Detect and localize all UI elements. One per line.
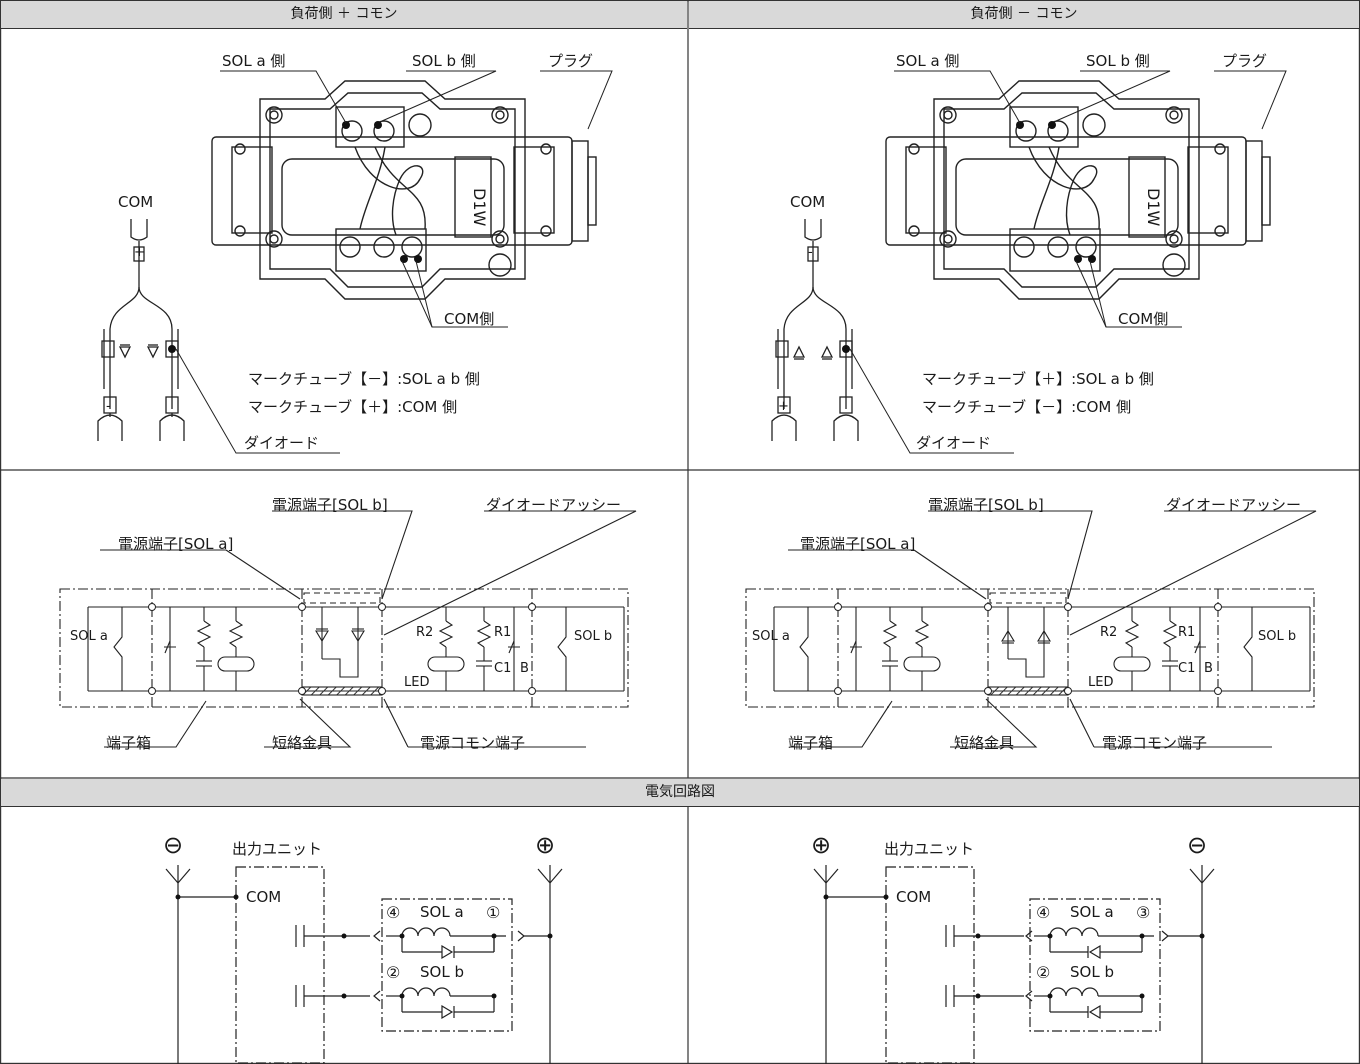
label-com-circuit-right: COM: [896, 888, 932, 906]
terminal-box-drawing-left: [97, 70, 613, 454]
label-tube-2-right: マークチューブ【－】:COM 側: [922, 398, 1132, 416]
label-power-terminal-sol-b-right: 電源端子[SOL b]: [928, 496, 1044, 514]
label-model-right: D1W: [1144, 188, 1163, 227]
plus-symbol-icon: ⊕: [535, 831, 556, 859]
label-plug: プラグ: [548, 52, 594, 70]
label-terminal-2-right: ②: [1036, 963, 1051, 982]
label-diode-assembly: ダイオードアッシー: [486, 496, 622, 514]
label-r2: R2: [416, 625, 434, 640]
label-wire-minus: -: [106, 399, 111, 414]
label-short-bar: 短絡金具: [272, 734, 333, 752]
label-tube-2: マークチューブ【＋】:COM 側: [248, 398, 458, 416]
minus-symbol-icon-right: ⊖: [1187, 831, 1208, 859]
label-tube-1-right: マークチューブ【＋】:SOL a b 側: [922, 370, 1154, 388]
label-r1-right: R1: [1178, 625, 1196, 640]
label-terminal-right: ①: [486, 903, 501, 922]
label-com-side-right: COM側: [1118, 310, 1169, 328]
label-diode: ダイオード: [244, 434, 320, 452]
label-model: D1W: [470, 188, 489, 227]
minus-symbol-icon: ⊖: [163, 831, 184, 859]
label-sol-a-side: SOL a 側: [222, 52, 286, 70]
label-com-right: COM: [790, 193, 826, 211]
label-output-unit: 出力ユニット: [232, 840, 323, 858]
label-terminal-box-right: 端子箱: [788, 734, 834, 752]
schematic-right: [745, 510, 1317, 748]
label-output-unit-right: 出力ユニット: [884, 840, 975, 858]
circuit-diagram-right: [813, 865, 1215, 1064]
circuit-diagram-left: [165, 865, 563, 1064]
label-terminal-3-right: ③: [1136, 903, 1151, 922]
label-b-right: B: [1204, 661, 1213, 676]
header-circuit-diagram: 電気回路図: [1, 779, 1359, 807]
label-r2-right: R2: [1100, 625, 1118, 640]
plus-symbol-icon-right: ⊕: [811, 831, 832, 859]
label-c1: C1: [494, 661, 512, 676]
label-sol-a-circuit-right: SOL a: [1070, 903, 1114, 921]
label-sol-b-circuit: SOL b: [420, 963, 464, 981]
label-power-terminal-sol-a-right: 電源端子[SOL a]: [800, 535, 916, 553]
label-wire-plus-right: +: [778, 399, 789, 414]
label-terminal-4-right: ④: [1036, 903, 1051, 922]
label-b: B: [520, 661, 529, 676]
label-sol-b-coil-right: SOL b: [1258, 629, 1297, 644]
label-com: COM: [118, 193, 154, 211]
header-minus-common: 負荷側 － コモン: [689, 1, 1359, 29]
label-common-terminal-right: 電源コモン端子: [1102, 734, 1208, 752]
schematic-left: [59, 510, 637, 748]
label-diode-right: ダイオード: [916, 434, 992, 452]
label-power-terminal-sol-a: 電源端子[SOL a]: [118, 535, 234, 553]
label-tube-1: マークチューブ【－】:SOL a b 側: [248, 370, 480, 388]
label-com-circuit: COM: [246, 888, 282, 906]
terminal-box-drawing-right: [771, 70, 1287, 454]
label-sol-b-coil: SOL b: [574, 629, 613, 644]
label-sol-b-circuit-right: SOL b: [1070, 963, 1114, 981]
label-c1-right: C1: [1178, 661, 1196, 676]
label-led: LED: [404, 675, 430, 690]
label-common-terminal: 電源コモン端子: [420, 734, 526, 752]
label-terminal-4: ④: [386, 903, 401, 922]
label-plug-right: プラグ: [1222, 52, 1268, 70]
label-terminal-box: 端子箱: [106, 734, 152, 752]
label-com-side: COM側: [444, 310, 495, 328]
label-power-terminal-sol-b: 電源端子[SOL b]: [272, 496, 388, 514]
label-r1: R1: [494, 625, 512, 640]
label-sol-b-side: SOL b 側: [412, 52, 476, 70]
label-short-bar-right: 短絡金具: [954, 734, 1015, 752]
label-wire-minus-right: -: [808, 245, 813, 260]
label-sol-a-coil: SOL a: [70, 629, 108, 644]
label-wire-plus: +: [134, 245, 145, 260]
label-sol-a-side-right: SOL a 側: [896, 52, 960, 70]
label-led-right: LED: [1088, 675, 1114, 690]
label-sol-a-circuit: SOL a: [420, 903, 464, 921]
label-terminal-2: ②: [386, 963, 401, 982]
header-plus-common: 負荷側 ＋ コモン: [1, 1, 687, 29]
label-sol-a-coil-right: SOL a: [752, 629, 790, 644]
label-diode-assembly-right: ダイオードアッシー: [1166, 496, 1302, 514]
label-sol-b-side-right: SOL b 側: [1086, 52, 1150, 70]
